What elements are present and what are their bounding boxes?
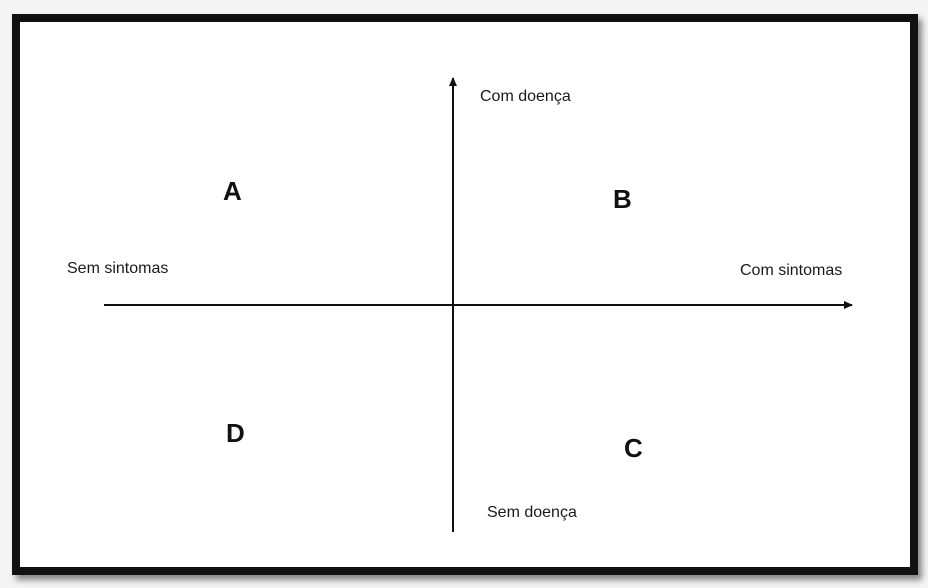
quadrant-b-label: B: [613, 184, 632, 214]
y-axis-bottom-label: Sem doença: [487, 504, 577, 521]
x-axis-left-label: Sem sintomas: [67, 260, 169, 277]
x-axis-right-label: Com sintomas: [740, 262, 843, 279]
quadrant-d-label: D: [226, 418, 245, 448]
quadrant-c-label: C: [624, 433, 643, 463]
quadrant-a-label: A: [223, 176, 242, 206]
diagram-frame: [12, 14, 918, 575]
y-axis-top-label: Com doença: [480, 88, 571, 105]
